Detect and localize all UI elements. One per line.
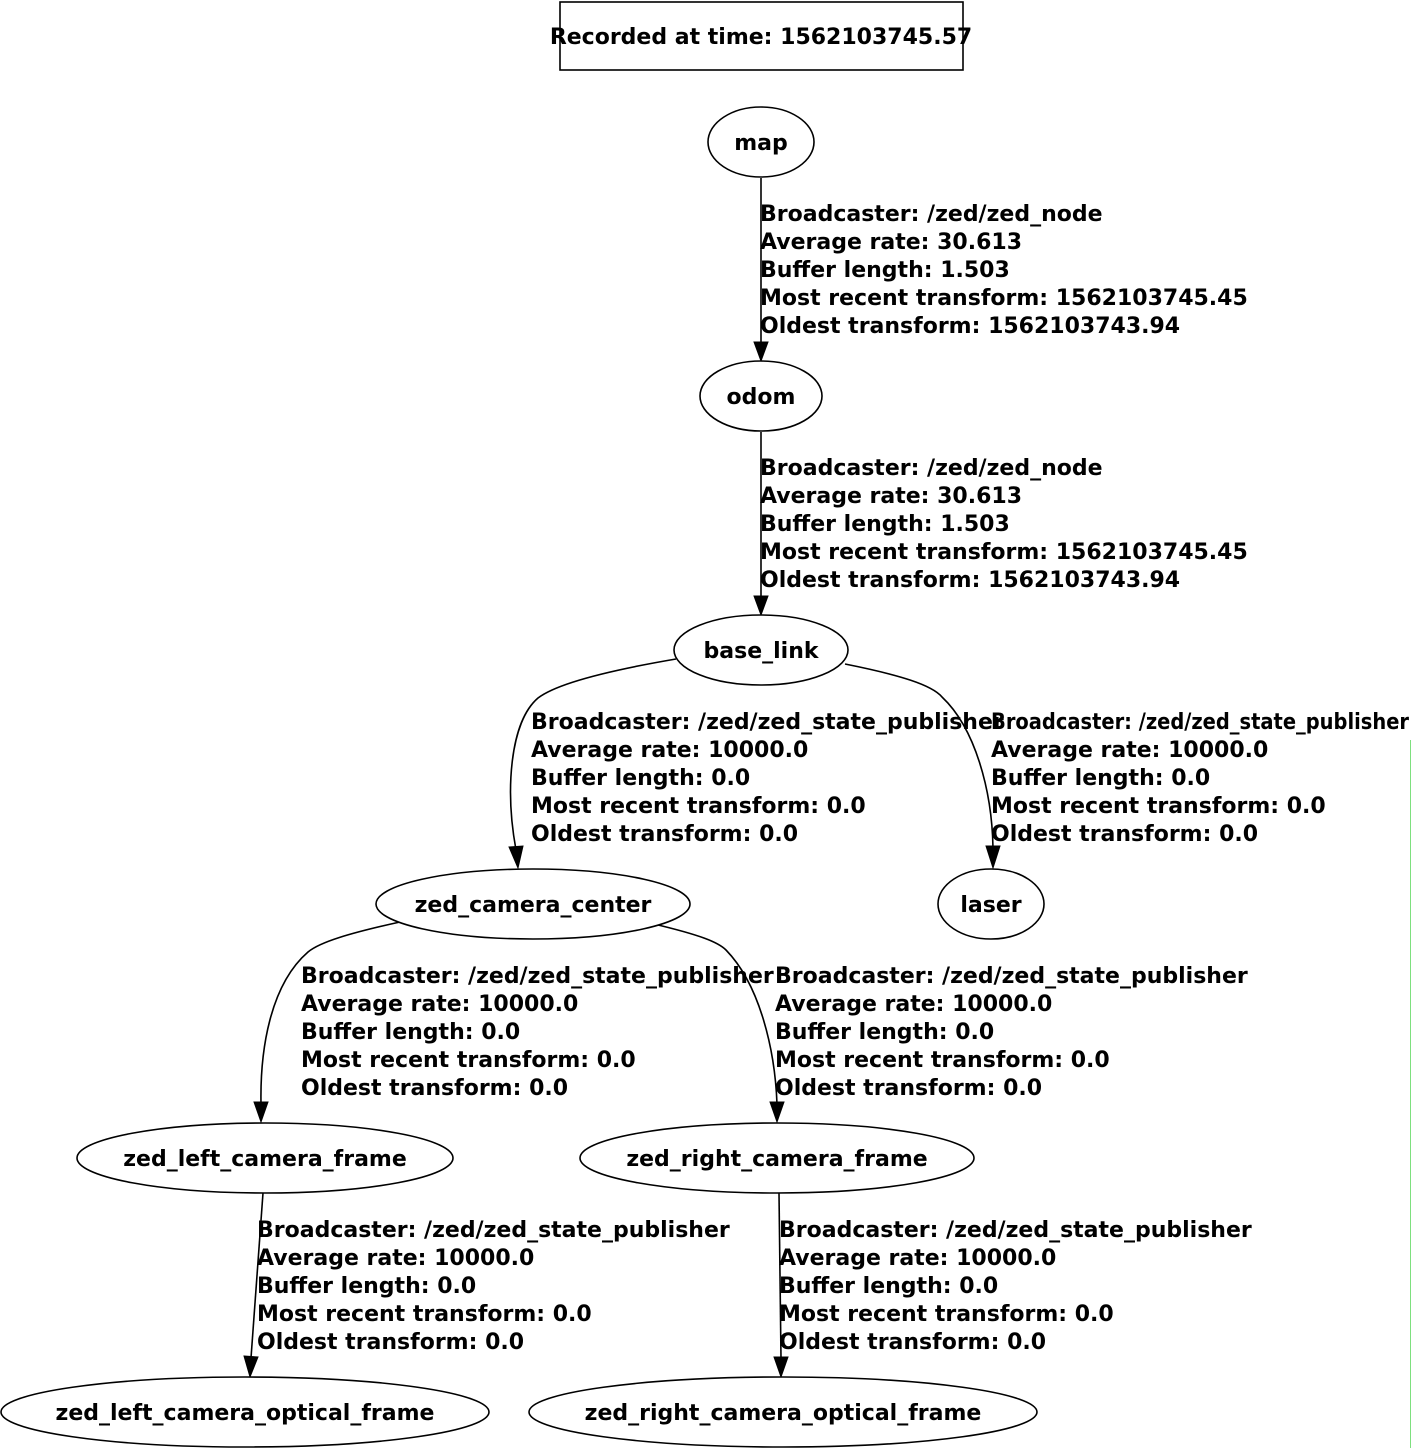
edge-label-line: Buffer length: 1.503: [760, 512, 1010, 537]
node-label: zed_right_camera_frame: [626, 1147, 927, 1172]
edge-label-line: Average rate: 30.613: [760, 484, 1022, 509]
edge-label-line: Broadcaster: /zed/zed_state_publisher: [991, 710, 1409, 735]
node-zed-left-camera-optical-frame: zed_left_camera_optical_frame: [0, 1376, 490, 1448]
edge-label-line: Broadcaster: /zed/zed_state_publisher: [775, 964, 1248, 989]
edge-label-line: Broadcaster: /zed/zed_node: [760, 456, 1103, 481]
edge-label-line: Buffer length: 0.0: [301, 1020, 520, 1045]
edge-label-line: Oldest transform: 0.0: [257, 1330, 524, 1355]
edge-base-link-zed-camera-center: [508, 658, 677, 870]
window-edge-line: [1410, 740, 1411, 1448]
edge-label-odom-base-link: Broadcaster: /zed/zed_node Average rate:…: [760, 456, 1248, 593]
edge-label-camera-center-left-frame: Broadcaster: /zed/zed_state_publisher Av…: [301, 964, 774, 1101]
node-label: zed_left_camera_frame: [123, 1147, 407, 1172]
edge-label-line: Average rate: 10000.0: [779, 1246, 1056, 1271]
edge-label-line: Most recent transform: 0.0: [779, 1302, 1114, 1327]
edge-label-line: Oldest transform: 0.0: [775, 1076, 1042, 1101]
edge-map-odom: [753, 178, 769, 363]
edge-label-line: Buffer length: 0.0: [779, 1274, 998, 1299]
edge-zed-camera-center-right-frame: [653, 923, 785, 1124]
node-label: odom: [727, 385, 796, 410]
edge-label-line: Oldest transform: 1562103743.94: [760, 314, 1180, 339]
node-laser: laser: [937, 868, 1045, 940]
node-label: map: [734, 131, 788, 156]
node-odom: odom: [699, 360, 823, 432]
edge-label-map-odom: Broadcaster: /zed/zed_node Average rate:…: [760, 202, 1248, 339]
edge-label-line: Most recent transform: 0.0: [301, 1048, 636, 1073]
edge-label-line: Broadcaster: /zed/zed_state_publisher: [779, 1218, 1252, 1243]
node-label: zed_camera_center: [415, 893, 652, 918]
recorded-time-box: Recorded at time: 1562103745.57: [550, 1, 972, 71]
edge-label-line: Average rate: 10000.0: [775, 992, 1052, 1017]
node-zed-right-camera-frame: zed_right_camera_frame: [579, 1122, 975, 1194]
edge-label-line: Most recent transform: 1562103745.45: [760, 540, 1248, 565]
edge-label-line: Most recent transform: 0.0: [775, 1048, 1110, 1073]
edge-label-line: Most recent transform: 0.0: [257, 1302, 592, 1327]
edge-label-line: Average rate: 10000.0: [257, 1246, 534, 1271]
edge-label-line: Oldest transform: 1562103743.94: [760, 568, 1180, 593]
edge-zed-camera-center-left-frame: [253, 921, 401, 1124]
edge-right-frame-right-optical: [773, 1192, 789, 1379]
node-zed-camera-center: zed_camera_center: [375, 868, 691, 940]
recorded-time-label: Recorded at time: 1562103745.57: [550, 25, 972, 50]
edge-label-line: Most recent transform: 1562103745.45: [760, 286, 1248, 311]
node-zed-right-camera-optical-frame: zed_right_camera_optical_frame: [528, 1376, 1038, 1448]
edge-label-line: Average rate: 10000.0: [301, 992, 578, 1017]
node-label: base_link: [704, 639, 820, 664]
edge-label-line: Oldest transform: 0.0: [531, 822, 798, 847]
edge-label-line: Buffer length: 0.0: [991, 766, 1210, 791]
edge-label-line: Broadcaster: /zed/zed_node: [760, 202, 1103, 227]
edge-label-base-link-laser: Broadcaster: /zed/zed_state_publisher Av…: [991, 710, 1409, 847]
node-label: zed_right_camera_optical_frame: [585, 1401, 982, 1426]
edge-label-base-link-zed-camera-center: Broadcaster: /zed/zed_state_publisher Av…: [531, 710, 1004, 847]
edge-label-line: Buffer length: 0.0: [775, 1020, 994, 1045]
edge-label-line: Average rate: 10000.0: [531, 738, 808, 763]
edge-label-line: Average rate: 10000.0: [991, 738, 1268, 763]
edge-label-right-frame-right-optical: Broadcaster: /zed/zed_state_publisher Av…: [779, 1218, 1252, 1355]
node-label: zed_left_camera_optical_frame: [56, 1401, 435, 1426]
edge-label-line: Broadcaster: /zed/zed_state_publisher: [301, 964, 774, 989]
edge-label-line: Oldest transform: 0.0: [779, 1330, 1046, 1355]
edge-label-left-frame-left-optical: Broadcaster: /zed/zed_state_publisher Av…: [257, 1218, 730, 1355]
node-zed-left-camera-frame: zed_left_camera_frame: [76, 1122, 454, 1194]
edge-label-line: Oldest transform: 0.0: [991, 822, 1258, 847]
edge-base-link-laser: [844, 663, 1001, 870]
node-base-link: base_link: [673, 614, 849, 686]
edge-label-camera-center-right-frame: Broadcaster: /zed/zed_state_publisher Av…: [775, 964, 1248, 1101]
edge-label-line: Broadcaster: /zed/zed_state_publisher: [257, 1218, 730, 1243]
node-map: map: [707, 106, 815, 178]
edge-label-line: Broadcaster: /zed/zed_state_publisher: [531, 710, 1004, 735]
edge-label-line: Oldest transform: 0.0: [301, 1076, 568, 1101]
edge-label-line: Buffer length: 0.0: [257, 1274, 476, 1299]
edge-label-line: Most recent transform: 0.0: [531, 794, 866, 819]
edge-label-line: Buffer length: 0.0: [531, 766, 750, 791]
edge-label-line: Buffer length: 1.503: [760, 258, 1010, 283]
edge-label-line: Most recent transform: 0.0: [991, 794, 1326, 819]
edge-odom-base-link: [753, 432, 769, 617]
edge-left-frame-left-optical: [243, 1192, 264, 1379]
node-label: laser: [960, 893, 1021, 918]
edge-label-line: Average rate: 30.613: [760, 230, 1022, 255]
